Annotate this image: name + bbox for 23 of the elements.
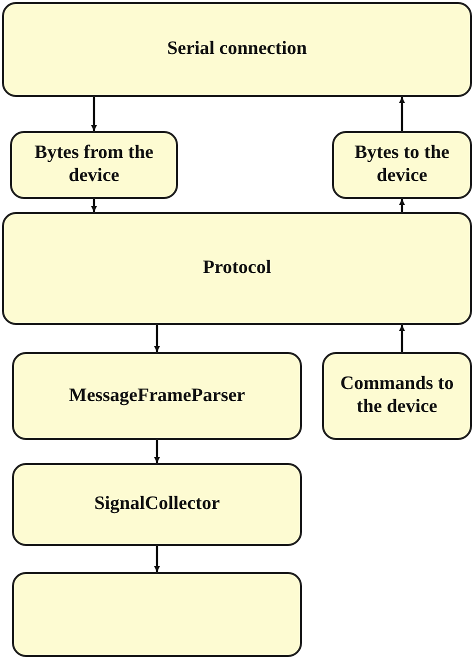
process-box (322, 352, 472, 440)
empty-box (12, 572, 302, 657)
box-label: Bytes from the device (34, 142, 154, 188)
box-label: Commands to the device (339, 373, 455, 419)
process-box (12, 352, 302, 440)
process-box (12, 463, 302, 546)
arrow (91, 199, 97, 212)
arrow (399, 325, 405, 352)
box-label: Protocol (202, 257, 272, 280)
process-box (2, 212, 472, 325)
box-label: SignalCollector (94, 493, 220, 516)
box-label: Bytes to the device (354, 142, 450, 188)
process-box (332, 131, 472, 199)
arrow (154, 325, 160, 352)
arrow (399, 199, 405, 212)
arrow (154, 440, 160, 463)
box-label: Serial connection (167, 38, 307, 61)
arrow (399, 97, 405, 131)
arrow (91, 97, 97, 131)
process-box (2, 2, 472, 97)
arrow (154, 546, 160, 572)
process-box (10, 131, 178, 199)
box-label: MessageFrameParser (68, 384, 246, 408)
